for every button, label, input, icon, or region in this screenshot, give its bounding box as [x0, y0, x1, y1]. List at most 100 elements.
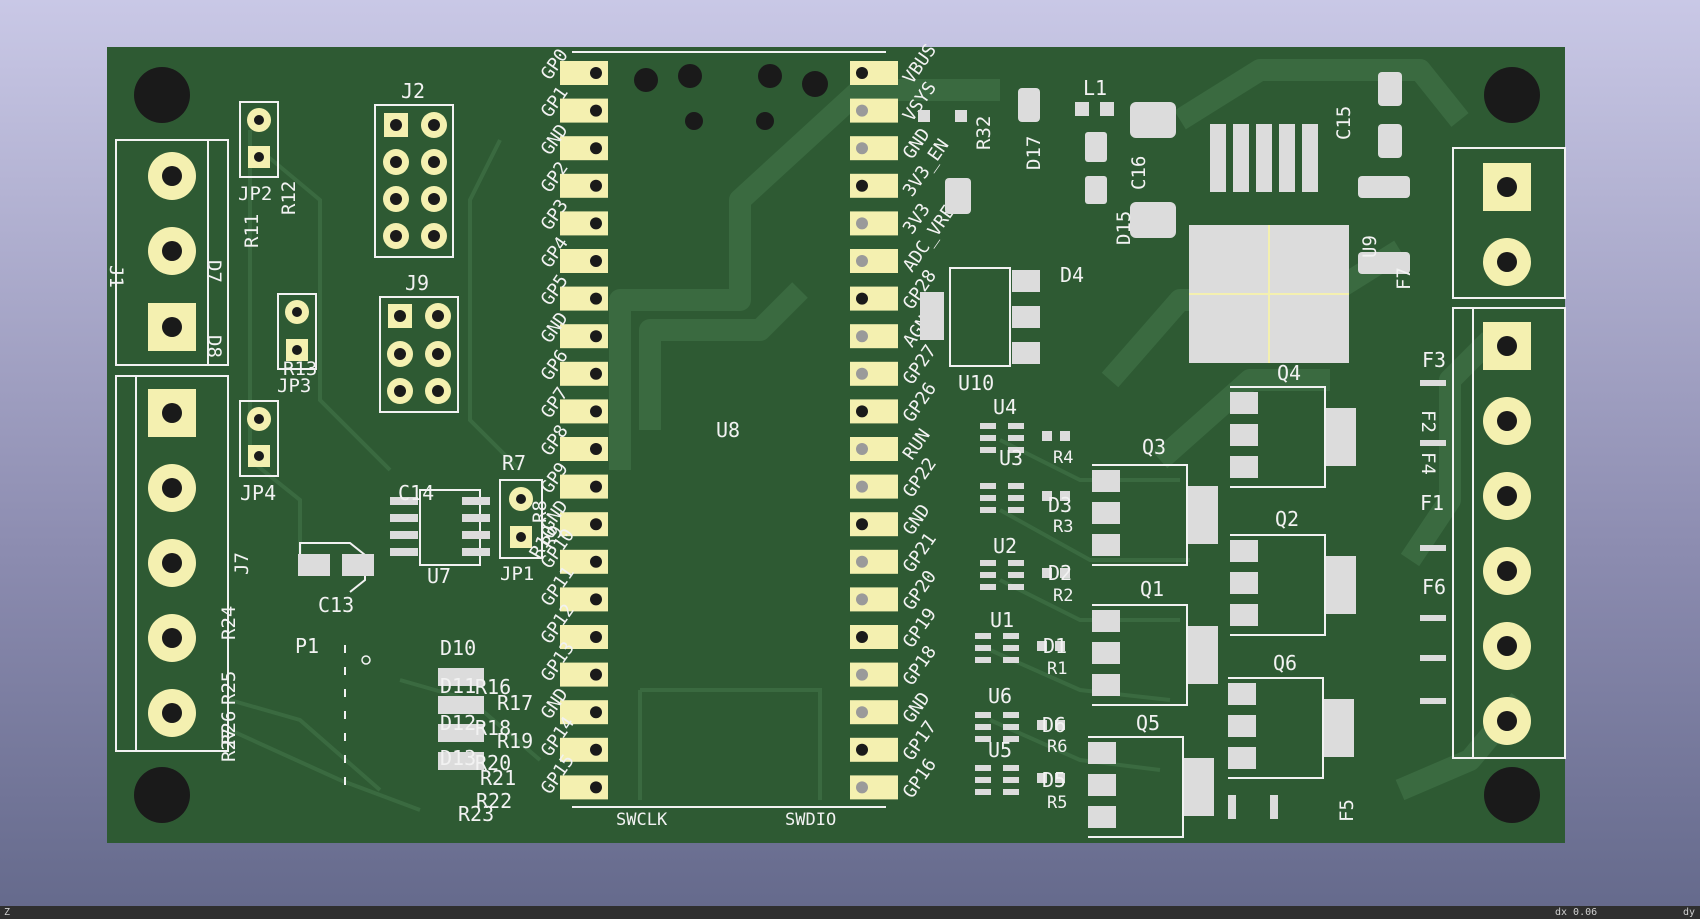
label-r25: R25: [218, 671, 240, 705]
small-ic-footprint[interactable]: [975, 765, 1065, 795]
label-d1: D1: [1043, 634, 1067, 658]
label-u2: U2: [993, 534, 1017, 558]
label-r12: R12: [278, 181, 300, 215]
mosfet-footprint[interactable]: [1088, 736, 1214, 838]
small-ic-footprint[interactable]: [975, 712, 1065, 742]
u8-pad-hole: [590, 443, 602, 455]
u8-pad-hole: [590, 330, 602, 343]
small-ic-footprint[interactable]: [975, 633, 1065, 663]
label-f7: F7: [1393, 267, 1415, 290]
label-d4: D4: [1060, 263, 1084, 287]
u8-pad-hole: [590, 142, 602, 155]
connector-p1[interactable]: [344, 645, 371, 790]
ic-u7[interactable]: [390, 489, 490, 566]
label-r22: R22: [476, 789, 512, 813]
status-dy: dy: [1683, 907, 1696, 918]
u8-pad-hole: [590, 292, 602, 305]
u8-pad-hole: [856, 593, 868, 606]
mounting-hole: [134, 767, 190, 823]
label-r24: R24: [218, 606, 240, 640]
u8-pad-hole: [856, 518, 868, 531]
small-ic-footprint[interactable]: [980, 423, 1070, 453]
label-q6: Q6: [1273, 651, 1297, 675]
u8-pad-hole: [856, 480, 868, 493]
jumper-jp3[interactable]: [277, 293, 317, 370]
u8-right-pad-row: [850, 61, 898, 800]
small-ic-footprint[interactable]: [980, 483, 1070, 513]
header-j2[interactable]: [374, 104, 454, 258]
label-d2: D2: [1048, 561, 1072, 585]
label-r5: R5: [1047, 793, 1067, 813]
label-d6: D6: [1042, 713, 1066, 737]
label-l1: L1: [1083, 76, 1107, 100]
silkscreen-labels: U8 J2 J9 JP4 C14 U7 R7 C13 P1 D10 D11 D1…: [240, 76, 1446, 830]
label-r3: R3: [1053, 517, 1073, 537]
small-ic-footprint[interactable]: [980, 560, 1070, 590]
thin-traces: [229, 130, 1190, 812]
u8-pad-hole: [590, 405, 602, 418]
power-components: [918, 88, 1176, 238]
capacitor-c15[interactable]: [1358, 72, 1410, 274]
u8-pad-hole: [856, 781, 868, 794]
label-r32: R32: [973, 116, 995, 150]
label-r2: R2: [1053, 586, 1073, 606]
u8-pad-hole: [590, 255, 602, 267]
label-d5: D5: [1042, 768, 1066, 792]
jumper-jp4[interactable]: [239, 400, 279, 477]
small-ic-group: [975, 423, 1070, 795]
label-u10: U10: [958, 371, 994, 395]
label-q3: Q3: [1142, 435, 1166, 459]
label-r13: R13: [283, 358, 317, 380]
u8-pad-hole: [590, 706, 602, 719]
mosfet-footprint[interactable]: [1228, 677, 1354, 779]
mounting-hole: [1484, 67, 1540, 123]
u8-pad-hole: [590, 367, 602, 380]
mosfet-footprint[interactable]: [1092, 604, 1218, 706]
label-q5: Q5: [1136, 711, 1160, 735]
label-d17: D17: [1023, 136, 1045, 170]
label-r4: R4: [1053, 448, 1073, 468]
status-dx: dx 0.06: [1555, 907, 1598, 918]
connector-right-bottom[interactable]: [1452, 307, 1566, 759]
label-u8: U8: [716, 418, 740, 442]
label-q4: Q4: [1277, 361, 1301, 385]
label-r18: R18: [475, 716, 511, 740]
fuses: [1228, 380, 1446, 819]
mounting-holes: [134, 67, 1540, 823]
label-u4: U4: [993, 395, 1017, 419]
label-c16: C16: [1128, 156, 1150, 190]
u8-pad-hole: [856, 179, 868, 192]
jumper-jp2[interactable]: [239, 101, 279, 178]
label-r23: R23: [458, 802, 494, 826]
u8-pad-hole: [856, 706, 868, 719]
jumper-jp1[interactable]: [499, 479, 543, 559]
label-swdio: SWDIO: [785, 810, 836, 830]
label-r11: R11: [241, 214, 263, 248]
mosfet-footprint[interactable]: [1092, 464, 1218, 566]
connector-j1[interactable]: [115, 139, 229, 366]
label-r16: R16: [475, 675, 511, 699]
label-u3: U3: [999, 446, 1023, 470]
u8-pad-hole: [856, 292, 868, 305]
header-j9[interactable]: [379, 296, 459, 413]
u8-pad-hole: [590, 480, 602, 493]
label-j7: J7: [231, 552, 253, 575]
label-d3: D3: [1048, 493, 1072, 517]
label-d7: D7: [203, 260, 225, 283]
diode-d4[interactable]: [920, 267, 1040, 367]
label-f4: F4: [1417, 452, 1439, 475]
u8-pad-hole: [856, 104, 868, 117]
capacitor-c13[interactable]: [298, 542, 374, 593]
u8-pad-hole: [856, 67, 868, 79]
label-r1: R1: [1047, 659, 1067, 679]
connector-right-top[interactable]: [1452, 147, 1566, 299]
regulator-u9[interactable]: [1189, 124, 1349, 363]
module-u8[interactable]: [572, 51, 886, 808]
u8-pad-hole: [590, 555, 602, 568]
u8-pad-hole: [856, 668, 868, 681]
label-r19: R19: [497, 729, 533, 753]
mosfet-footprint[interactable]: [1230, 386, 1356, 488]
connector-j7[interactable]: [115, 375, 229, 752]
mosfet-footprint[interactable]: [1230, 534, 1356, 636]
